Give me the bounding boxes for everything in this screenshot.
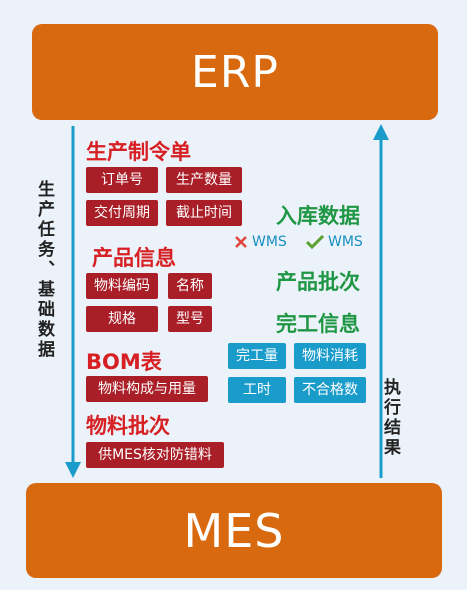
inbound-data-title: 入库数据: [276, 204, 360, 228]
wms-not-required: WMS: [234, 234, 287, 250]
tag-spec: 规格: [86, 306, 158, 332]
wms-required: WMS: [306, 234, 363, 250]
tag-production-qty: 生产数量: [166, 167, 242, 193]
wms-label-check: WMS: [328, 234, 363, 250]
bom-title: BOM表: [86, 350, 162, 374]
tag-deadline: 截止时间: [166, 200, 242, 226]
material-batch-title: 物料批次: [86, 414, 170, 438]
wms-label-cross: WMS: [252, 234, 287, 250]
tag-order-no: 订单号: [86, 167, 158, 193]
tag-work-hours: 工时: [228, 377, 286, 403]
tag-name: 名称: [168, 273, 212, 299]
tag-completed-qty: 完工量: [228, 343, 286, 369]
tag-material-composition: 物料构成与用量: [86, 376, 208, 402]
mes-block: MES: [26, 483, 442, 578]
completion-info-title: 完工信息: [276, 312, 360, 336]
tag-defect-count: 不合格数: [294, 377, 366, 403]
up-flow-label: 执行结果: [380, 378, 400, 458]
cross-icon: [235, 236, 247, 248]
tag-material-consumption: 物料消耗: [294, 343, 366, 369]
check-icon: [306, 235, 324, 249]
tag-material-code: 物料编码: [86, 273, 158, 299]
down-flow-label: 生产任务、基础数据: [34, 180, 54, 360]
down-arrow: [65, 126, 81, 478]
tag-delivery-cycle: 交付周期: [86, 200, 158, 226]
tag-mes-check: 供MES核对防错料: [86, 442, 224, 468]
product-info-title: 产品信息: [92, 246, 176, 270]
tag-model: 型号: [168, 306, 212, 332]
erp-block: ERP: [32, 24, 438, 120]
up-arrow: [373, 124, 389, 478]
product-batch-title: 产品批次: [276, 270, 360, 294]
production-order-title: 生产制令单: [86, 140, 191, 164]
